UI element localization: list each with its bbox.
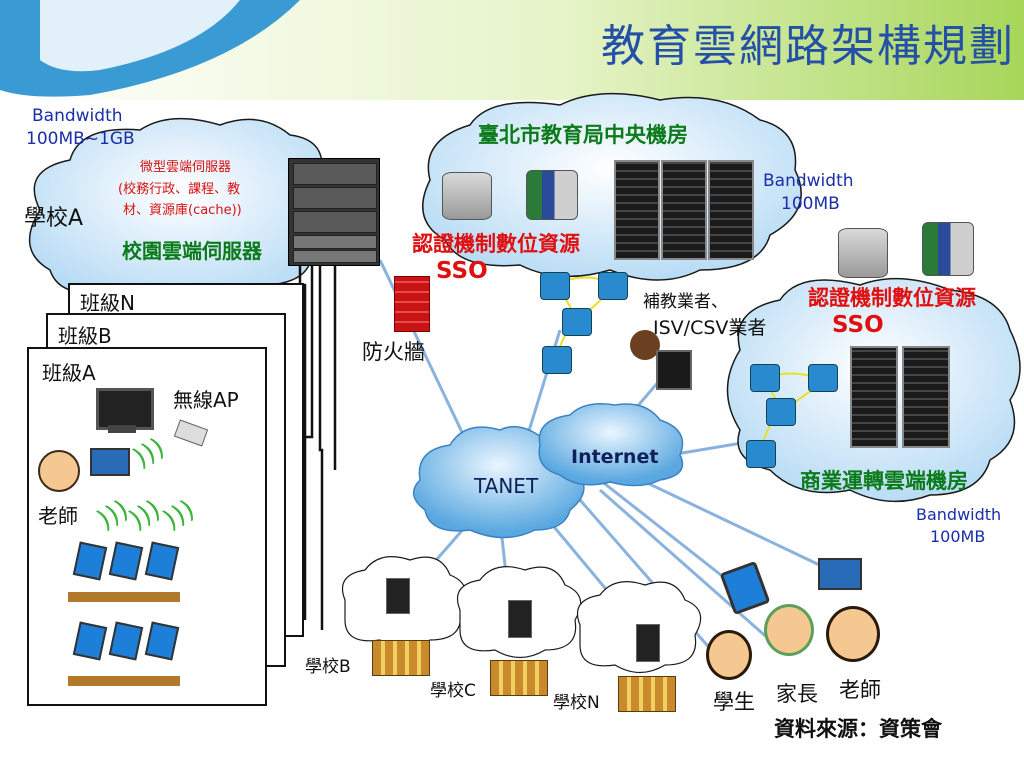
books-database-icon [526, 170, 578, 220]
firewall-icon [394, 276, 430, 332]
taipei-center-name: 臺北市教育局中央機房 [478, 123, 688, 147]
school-a-bandwidth-value: 100MB~1GB [26, 129, 135, 149]
cloud-internet [538, 403, 684, 487]
locked-database-icon [838, 228, 888, 278]
vendor-desktop-icon [656, 350, 692, 390]
network-switch-icon [598, 272, 628, 300]
internet-label: Internet [571, 446, 659, 468]
teacher-label: 老師 [839, 678, 881, 702]
network-switch-icon [542, 346, 572, 374]
taipei-sso-label: SSO [436, 258, 488, 284]
server-desc-line2: (校務行政、課程、教 [118, 182, 241, 197]
vendor-line2: ISV/CSV業者 [653, 317, 767, 339]
school-server-icon [636, 624, 660, 662]
school-building-icon [372, 640, 430, 676]
school-c-label: 學校C [430, 681, 476, 701]
server-rack-icon [850, 346, 898, 448]
parent-label: 家長 [776, 682, 818, 706]
taipei-bandwidth-value: 100MB [781, 194, 840, 214]
commercial-name: 商業運轉雲端機房 [800, 469, 968, 493]
taipei-auth-label: 認證機制數位資源 [412, 232, 580, 256]
network-switch-icon [766, 398, 796, 426]
server-rack-icon [708, 160, 754, 260]
server-desc-line1: 微型雲端伺服器 [140, 160, 232, 175]
student-group-icon [68, 540, 180, 608]
books-database-icon [922, 222, 974, 276]
locked-database-icon [442, 172, 492, 220]
display-stand-icon [108, 425, 136, 433]
student-group-icon [68, 620, 180, 692]
tanet-label: TANET [474, 474, 539, 498]
school-server-icon [508, 600, 532, 638]
server-rack-icon [902, 346, 950, 448]
page-title: 教育雲網路架構規劃 [601, 21, 1015, 72]
wireless-ap-label: 無線AP [173, 388, 239, 412]
display-monitor-icon [96, 388, 154, 430]
student-label: 學生 [713, 690, 755, 714]
firewall-label: 防火牆 [362, 340, 425, 364]
network-switch-icon [808, 364, 838, 392]
laptop-icon [90, 448, 130, 476]
teacher-avatar-icon [826, 606, 880, 662]
school-b-label: 學校B [305, 657, 351, 677]
rack-server-icon [288, 158, 380, 266]
student-avatar-icon [706, 630, 752, 680]
network-switch-icon [750, 364, 780, 392]
source-note: 資料來源：資策會 [774, 717, 942, 741]
taipei-bandwidth-label: Bandwidth [763, 171, 854, 191]
class-n-label: 班級N [80, 291, 135, 315]
commercial-auth-label: 認證機制數位資源 [808, 286, 976, 310]
server-rack-icon [614, 160, 660, 260]
school-server-icon [386, 578, 410, 614]
network-switch-icon [562, 308, 592, 336]
laptop-icon [818, 558, 862, 590]
school-a-name: 學校A [24, 206, 84, 231]
vendor-user-icon [630, 330, 660, 360]
teacher-avatar-icon [38, 450, 80, 492]
school-building-icon [490, 660, 548, 696]
server-desc-line3: 材、資源庫(cache)) [123, 203, 242, 218]
campus-cloud-server-label: 校園雲端伺服器 [122, 239, 262, 263]
commercial-bandwidth-label: Bandwidth [916, 505, 1002, 524]
server-rack-icon [661, 160, 707, 260]
vendor-line1: 補教業者、 [643, 292, 728, 312]
school-building-icon [618, 676, 676, 712]
commercial-sso-label: SSO [832, 312, 884, 338]
class-b-label: 班級B [58, 324, 112, 348]
class-a-label: 班級A [42, 361, 96, 385]
parent-avatar-icon [764, 604, 814, 656]
commercial-bandwidth-value: 100MB [930, 527, 986, 546]
network-switch-icon [540, 272, 570, 300]
teacher-label-school-a: 老師 [38, 504, 78, 528]
school-n-label: 學校N [553, 693, 600, 713]
network-switch-icon [746, 440, 776, 468]
school-a-bandwidth-label: Bandwidth [32, 106, 123, 126]
